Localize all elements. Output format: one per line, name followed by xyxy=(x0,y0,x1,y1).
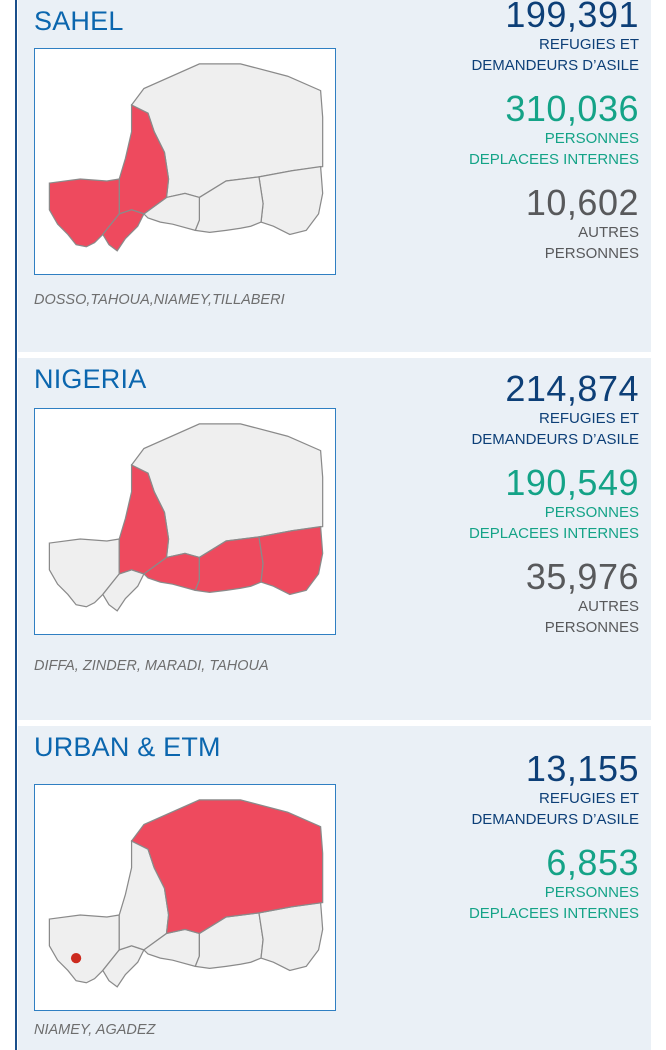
map-region-diffa xyxy=(258,526,324,596)
niamey-marker xyxy=(70,952,82,964)
niger-map-nigeria xyxy=(48,423,324,612)
niger-map-urban xyxy=(48,799,324,988)
region-map xyxy=(34,408,336,635)
left-accent-rule xyxy=(15,0,17,1050)
stat-others: 35,976 AUTRES PERSONNES xyxy=(319,558,639,638)
stat-value: 190,549 xyxy=(505,462,639,503)
stat-label-line1: AUTRES xyxy=(578,224,639,241)
stat-label-line2: DEMANDEURS D’ASILE xyxy=(471,57,639,74)
stats-column: 13,155 REFUGIES ET DEMANDEURS D’ASILE 6,… xyxy=(319,750,639,938)
stats-column: 199,391 REFUGIES ET DEMANDEURS D’ASILE 3… xyxy=(319,0,639,278)
stat-value: 6,853 xyxy=(546,842,639,883)
map-region-diffa xyxy=(258,166,324,236)
stat-refugees: 214,874 REFUGIES ET DEMANDEURS D’ASILE xyxy=(319,370,639,450)
stat-label-line2: DEPLACEES INTERNES xyxy=(468,151,639,168)
stat-label-line2: PERSONNES xyxy=(544,619,639,636)
stat-refugees: 13,155 REFUGIES ET DEMANDEURS D’ASILE xyxy=(319,750,639,830)
stat-idps: 310,036 PERSONNES DEPLACEES INTERNES xyxy=(319,90,639,170)
stat-value: 199,391 xyxy=(505,0,639,35)
stat-others: 10,602 AUTRES PERSONNES xyxy=(319,184,639,264)
region-map xyxy=(34,784,336,1011)
stat-label-line1: PERSONNES xyxy=(544,504,639,521)
stat-label-line1: PERSONNES xyxy=(544,130,639,147)
stat-label-line2: DEMANDEURS D’ASILE xyxy=(471,431,639,448)
stat-value: 35,976 xyxy=(525,556,639,597)
section-title: SAHEL xyxy=(34,6,124,36)
map-region-diffa xyxy=(258,902,324,972)
niger-map-sahel xyxy=(48,63,324,252)
stat-value: 310,036 xyxy=(505,88,639,129)
stat-label-line2: DEPLACEES INTERNES xyxy=(468,525,639,542)
stat-label-line2: PERSONNES xyxy=(544,245,639,262)
stat-label-line1: AUTRES xyxy=(578,598,639,615)
stat-label-line1: REFUGIES ET xyxy=(538,790,639,807)
stat-label-line1: PERSONNES xyxy=(544,884,639,901)
region-caption: DOSSO,TAHOUA,NIAMEY,TILLABERI xyxy=(34,292,285,308)
section-nigeria: NIGERIA DIFFA, ZINDER, MARADI, TAHOUA 21… xyxy=(18,358,651,720)
stat-refugees: 199,391 REFUGIES ET DEMANDEURS D’ASILE xyxy=(319,0,639,76)
stat-label-line1: REFUGIES ET xyxy=(538,36,639,53)
stat-value: 214,874 xyxy=(505,368,639,409)
stats-column: 214,874 REFUGIES ET DEMANDEURS D’ASILE 1… xyxy=(319,370,639,652)
stat-label-line1: REFUGIES ET xyxy=(538,410,639,427)
region-map xyxy=(34,48,336,275)
section-title: NIGERIA xyxy=(34,364,147,394)
stat-label-line2: DEMANDEURS D’ASILE xyxy=(471,811,639,828)
section-sahel: SAHEL DOSSO,TAHOUA,NIAMEY,TILLABERI 199,… xyxy=(18,0,651,352)
stat-idps: 190,549 PERSONNES DEPLACEES INTERNES xyxy=(319,464,639,544)
region-caption: NIAMEY, AGADEZ xyxy=(34,1022,156,1038)
stat-label-line2: DEPLACEES INTERNES xyxy=(468,905,639,922)
stat-value: 13,155 xyxy=(525,748,639,789)
stat-value: 10,602 xyxy=(525,182,639,223)
stat-idps: 6,853 PERSONNES DEPLACEES INTERNES xyxy=(319,844,639,924)
section-title: URBAN & ETM xyxy=(34,732,221,762)
section-urban-etm: URBAN & ETM NIAMEY, AGADEZ 13,155 REFUGI… xyxy=(18,726,651,1050)
region-caption: DIFFA, ZINDER, MARADI, TAHOUA xyxy=(34,658,269,674)
